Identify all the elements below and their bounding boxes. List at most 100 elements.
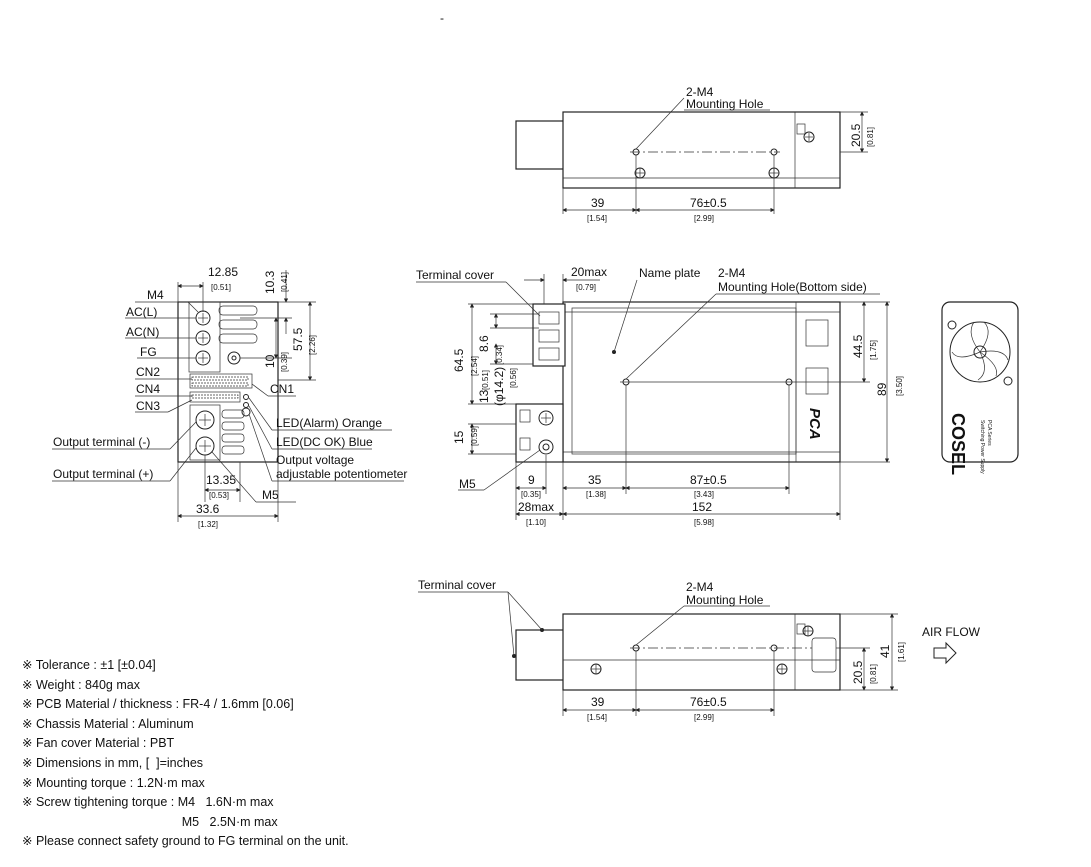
bottom-terminal-cover xyxy=(515,629,565,681)
front-dim-645: 64.5 xyxy=(452,348,466,372)
fan-small-text1: Switching Power Supply xyxy=(979,420,985,474)
notes-list: ※ Tolerance : ±1 [±0.04] ※ Weight : 840g… xyxy=(22,656,349,852)
top-view: 2-M4 Mounting Hole 20.5 [0.81] 39 [1.54]… xyxy=(515,85,875,223)
front-dim-13: 13 xyxy=(477,389,491,403)
top-terminal-cover xyxy=(515,120,565,170)
note-item: ※ Fan cover Material : PBT xyxy=(22,736,175,751)
front-dim-87-in: [3.43] xyxy=(694,490,714,499)
output-minus-terminal-icon xyxy=(195,410,215,430)
front-dim-445-in: [1.75] xyxy=(869,340,878,360)
top-mark: - xyxy=(440,11,444,25)
label-m4: M4 xyxy=(147,288,164,302)
top-dim-b-in: [2.99] xyxy=(694,214,714,223)
fan-small-text2: PCA Series xyxy=(986,420,992,446)
label-cn3: CN3 xyxy=(136,399,160,413)
top-dim-h-in: [0.81] xyxy=(866,127,875,147)
note-item: ※ Weight : 840g max xyxy=(22,677,140,692)
top-dim-h: 20.5 xyxy=(849,123,863,147)
front-dim-9: 9 xyxy=(528,473,535,487)
front-view: PCA Terminal cover 20max [0.79] Name pla… xyxy=(416,265,904,527)
front-out-terminal-icon xyxy=(538,439,554,455)
bottom-dim-41: 41 xyxy=(878,644,892,658)
label-cn1: CN1 xyxy=(270,382,294,396)
left-chassis xyxy=(177,301,279,463)
note-item: ※ Screw tightening torque : M4 1.6N·m ma… xyxy=(22,795,274,810)
note-item: ※ Chassis Material : Aluminum xyxy=(22,716,194,731)
air-flow-arrow-icon xyxy=(933,641,957,665)
front-dim-445: 44.5 xyxy=(851,334,865,358)
left-dim-h10-in: [0.39] xyxy=(280,352,289,372)
label-out-plus: Output terminal (+) xyxy=(53,467,153,481)
bottom-chassis xyxy=(562,613,841,691)
label-fg: FG xyxy=(140,345,157,359)
front-dim-87: 87±0.5 xyxy=(690,473,727,487)
front-out-terminal-icon xyxy=(538,410,554,426)
front-output-block xyxy=(515,403,564,463)
top-chassis xyxy=(562,111,841,189)
fan-screw-icon xyxy=(1003,376,1013,386)
top-hole-label: 2-M4 xyxy=(686,85,714,99)
left-dim-h10: 10 xyxy=(263,354,277,368)
bottom-view: Terminal cover 2-M4 Mounting Hole 41 [1.… xyxy=(418,578,981,722)
left-dim-t: 10.3 xyxy=(263,270,277,294)
label-out-minus: Output terminal (-) xyxy=(53,435,150,449)
front-dim-89-in: [3.50] xyxy=(895,376,904,396)
note-item: ※ Mounting torque : 1.2N·m max xyxy=(22,775,205,790)
front-dim-152: 152 xyxy=(692,500,712,514)
led-alarm-icon xyxy=(243,394,249,400)
left-dim-w1-in: [0.51] xyxy=(211,283,231,292)
bottom-dim-205: 20.5 xyxy=(851,660,865,684)
front-terminal-cover-label: Terminal cover xyxy=(416,268,494,282)
brand-logo: COSEL xyxy=(948,413,968,475)
label-out-vol1: Output voltage xyxy=(276,453,354,467)
bottom-fan-outlet xyxy=(811,637,837,673)
front-dim-86-in: [0.34] xyxy=(495,345,504,365)
note-item: ※ Please connect safety ground to FG ter… xyxy=(22,834,349,849)
bottom-dim-205-in: [0.81] xyxy=(869,664,878,684)
note-item: M5 2.5N·m max xyxy=(22,814,278,829)
bottom-dim-a: 39 xyxy=(591,695,605,709)
front-dim-15-in: [0.59] xyxy=(470,426,479,446)
potentiometer-icon xyxy=(241,407,251,417)
front-dim-20max-in: [0.79] xyxy=(576,283,596,292)
front-dim-phi: (φ14.2) xyxy=(492,367,506,406)
front-dim-35-in: [1.38] xyxy=(586,490,606,499)
label-cn4: CN4 xyxy=(136,382,160,396)
label-m5: M5 xyxy=(262,488,279,502)
front-dim-20max: 20max xyxy=(571,265,607,279)
front-dim-9-in: [0.35] xyxy=(521,490,541,499)
left-view: 12.85 [0.51] 10.3 [0.41] 10 [0.39] 57.5 … xyxy=(52,265,407,529)
bottom-dim-b-in: [2.99] xyxy=(694,713,714,722)
bottom-dim-41-in: [1.61] xyxy=(897,642,906,662)
front-dim-13-in: [0.51] xyxy=(481,370,490,390)
label-led-dc: LED(DC OK) Blue xyxy=(276,435,373,449)
bottom-hole-label: 2-M4 xyxy=(686,580,714,594)
left-dim-h57: 57.5 xyxy=(291,327,305,351)
front-dim-86: 8.6 xyxy=(477,335,491,352)
front-dim-phi-in: [0.56] xyxy=(509,368,518,388)
bottom-hole-desc: Mounting Hole xyxy=(686,593,764,607)
bottom-dim-b: 76±0.5 xyxy=(690,695,727,709)
cn3-cn4-connector xyxy=(189,391,241,403)
front-dim-89: 89 xyxy=(875,382,889,396)
label-acn: AC(N) xyxy=(126,325,159,339)
left-dim-w33-in: [1.32] xyxy=(198,520,218,529)
front-hole-label: 2-M4 xyxy=(718,266,746,280)
bottom-dim-a-in: [1.54] xyxy=(587,713,607,722)
left-dim-t-in: [0.41] xyxy=(280,272,289,292)
fan-icon xyxy=(949,321,1011,383)
top-fan-screw-icon xyxy=(803,131,815,143)
front-terminal-cover xyxy=(532,303,566,367)
front-dim-35: 35 xyxy=(588,473,602,487)
top-dim-a-in: [1.54] xyxy=(587,214,607,223)
front-dim-645-in: [2.54] xyxy=(470,356,479,376)
bottom-terminal-cover-label: Terminal cover xyxy=(418,578,496,592)
label-out-vol2: adjustable potentiometer xyxy=(276,467,407,481)
left-dim-w33: 33.6 xyxy=(196,502,220,516)
model-text: PCA xyxy=(806,408,823,440)
front-dim-152-in: [5.98] xyxy=(694,518,714,527)
front-m5-label: M5 xyxy=(459,477,476,491)
left-dim-w1: 12.85 xyxy=(208,265,238,279)
note-item: ※ PCB Material / thickness : FR-4 / 1.6m… xyxy=(22,697,294,712)
